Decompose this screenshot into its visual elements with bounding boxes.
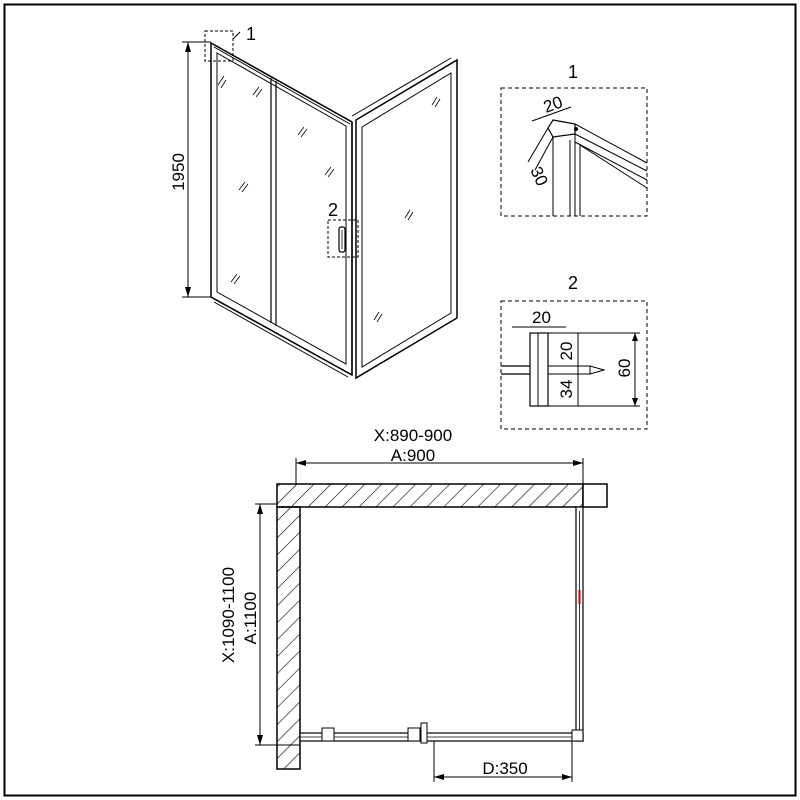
sheet-border — [3, 3, 797, 797]
callout-box-1 — [204, 30, 234, 62]
detail-1-dim-side: 30 — [526, 164, 551, 189]
plan-view — [255, 458, 608, 782]
detail-2-dim-top: 20 — [532, 308, 551, 327]
detail-2-dim-a: 20 — [557, 342, 576, 361]
left-wall — [276, 506, 301, 770]
detail-1-dim-top: 20 — [541, 92, 565, 116]
plan-depth-range-label: X:1090-1100 — [219, 567, 238, 663]
callout-box-2 — [327, 219, 359, 258]
perspective-view — [182, 30, 458, 380]
detail-2-title: 2 — [568, 273, 578, 293]
detail-2-view — [500, 300, 648, 430]
plan-width-nominal-label: A:900 — [391, 446, 435, 465]
plan-width-range-label: X:890-900 — [374, 426, 452, 445]
detail-2-dim-total: 60 — [615, 359, 634, 378]
top-wall — [276, 483, 584, 508]
detail-1-view — [500, 87, 648, 217]
height-dimension-label: 1950 — [169, 153, 188, 191]
detail-2-dim-b: 34 — [557, 380, 576, 399]
detail-1-title: 1 — [568, 62, 578, 82]
plan-depth-nominal-label: A:1100 — [241, 592, 260, 645]
callout-number-1: 1 — [246, 24, 256, 44]
callout-number-2: 2 — [328, 200, 338, 220]
door-width-label: D:350 — [482, 759, 527, 778]
